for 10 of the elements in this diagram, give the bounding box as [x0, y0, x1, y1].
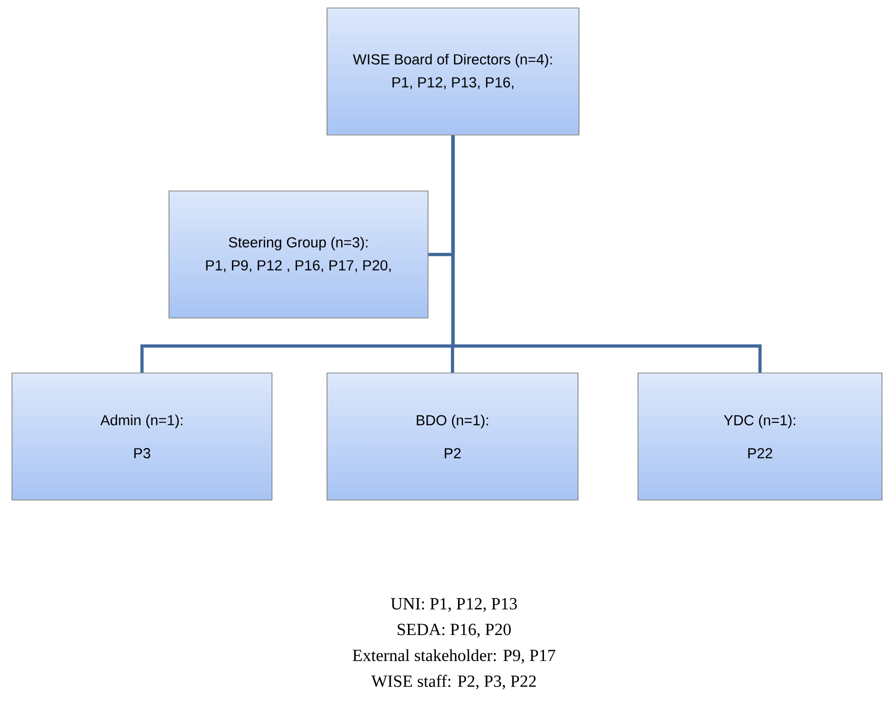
note-text: WISE staff: P2, P3, P22 — [371, 674, 536, 690]
note-text: External stakeholder: P9, P17 — [352, 649, 556, 664]
note-text: SEDA: P16, P20 — [398, 624, 511, 638]
org-box: WISE Board of Directors (n=4): P1, P12, P13, P16, — [326, 8, 580, 136]
note-text: UNI: P1, P12, P13 — [390, 598, 517, 612]
connector-line — [451, 135, 762, 373]
org-box: Steering Group (n=3): P1, P9, P12 , P16, P17, P20, — [168, 190, 428, 318]
org-box: BDO (n=1): P2 — [326, 372, 578, 500]
org-box: Admin (n=1): P3 — [12, 372, 272, 500]
org-box: YDC (n=1): P22 — [638, 372, 882, 500]
